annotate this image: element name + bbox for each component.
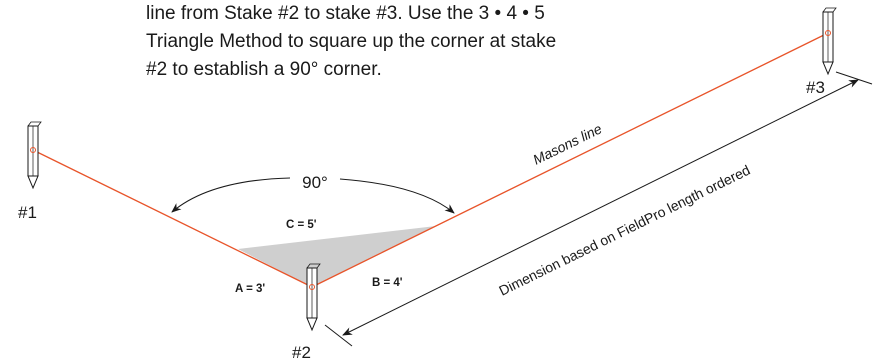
stake-1 [27,121,42,190]
instructions-line-2: Triangle Method to square up the corner … [146,31,557,52]
dimension-extension-far [835,71,873,85]
dimension-line [342,79,859,336]
stake-2 [306,263,321,332]
stake-1-label: #1 [18,203,37,222]
stake-2-label: #2 [292,343,311,362]
stake-3 [822,7,837,76]
side-c-label: C = 5' [286,219,317,231]
dimension-extension-near [324,324,353,347]
stake-3-label: #3 [806,78,825,97]
angle-arc [171,177,291,213]
side-a-label: A = 3' [235,283,265,295]
instructions-line-3: #2 to establish a 90° corner. [146,59,382,80]
angle-arc-right [339,178,455,214]
angle-label: 90° [302,173,328,192]
instructions-line-1: line from Stake #2 to stake #3. Use the … [146,3,545,24]
instructions-text: line from Stake #2 to stake #3. Use the … [146,0,706,84]
dimension-label: Dimension based on FieldPro length order… [496,162,752,299]
triangle-shading [238,226,436,287]
side-b-label: B = 4' [372,277,403,289]
masons-line-1-to-2 [32,149,313,288]
